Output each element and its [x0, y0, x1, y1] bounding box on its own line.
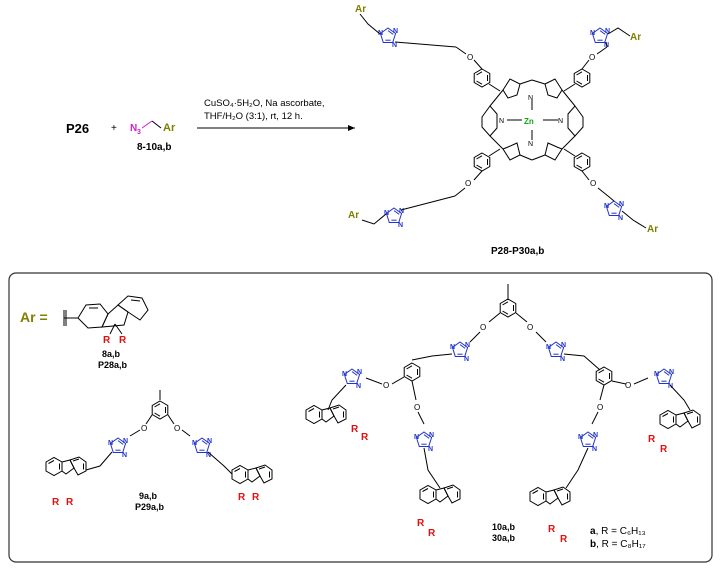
g2-o-left-1: O — [383, 381, 389, 390]
ar-top-left: Ar — [355, 4, 366, 15]
g2-r-4: R — [428, 528, 436, 539]
conditions-line-1: CuSO₄·5H₂O, Na ascorbate, — [204, 98, 325, 109]
g2-r-3: R — [417, 518, 425, 529]
g1-o-left: O — [141, 424, 147, 433]
g1-r-1: R — [52, 497, 60, 508]
ar-bottom-left: Ar — [348, 210, 359, 221]
porphyrin-n-top: N — [528, 95, 533, 102]
legend-box — [8, 272, 713, 563]
label-10ab: 10a,b — [492, 522, 516, 532]
g1-r-4: R — [252, 492, 260, 503]
azide-ar: Ar — [163, 122, 176, 134]
label-P28ab: P28a,b — [98, 360, 128, 370]
label-30ab: 30a,b — [492, 533, 516, 543]
porphyrin-n-left: N — [499, 118, 504, 125]
g1-o-right: O — [174, 424, 180, 433]
label-8ab: 8a,b — [102, 349, 121, 359]
key-b: b, R = C₈H₁₇ — [590, 539, 646, 550]
ar-bottom-right: Ar — [647, 224, 658, 235]
dendron-9ab: O O R R R R — [45, 390, 273, 508]
ether-o-bl: O — [465, 179, 471, 188]
plus-sign: + — [111, 123, 117, 134]
reactant-label: P26 — [66, 121, 89, 136]
ether-o-br: O — [590, 179, 596, 188]
label-9ab: 9a,b — [139, 491, 158, 501]
ar-definition-label: Ar = — [20, 309, 48, 325]
ether-o-tl: O — [467, 53, 473, 62]
conditions-line-2: THF/H₂O (3:1), rt, 12 h. — [204, 111, 303, 122]
porphyrin-product: N N N N Zn O O O O — [348, 4, 658, 235]
label-P29ab: P29a,b — [135, 502, 165, 512]
fluorenyl-structure: R R — [63, 295, 149, 346]
r-group-2: R — [119, 335, 127, 346]
g2-r-8: R — [560, 534, 568, 545]
product-label: P28-P30a,b — [491, 246, 544, 257]
g2-r-5: R — [648, 434, 656, 445]
g2-o-right-2: O — [597, 403, 603, 412]
r-group-1: R — [103, 335, 111, 346]
azide-n3: N — [130, 123, 137, 134]
g1-r-3: R — [238, 492, 246, 503]
ether-o-tr: O — [589, 53, 595, 62]
zinc-center: Zn — [524, 117, 534, 126]
g2-o-top-right: O — [527, 323, 533, 332]
g2-o-right-1: O — [625, 381, 631, 390]
porphyrin-n-bottom: N — [528, 141, 533, 148]
g2-r-1: R — [351, 424, 359, 435]
key-a: a, R = C₆H₁₃ — [590, 526, 646, 537]
azide-n3-subscript: 3 — [137, 129, 141, 136]
g1-r-2: R — [66, 497, 74, 508]
g2-r-7: R — [548, 524, 556, 535]
dendron-10ab: O O O O R R R R O O R — [305, 284, 701, 545]
g2-r-2: R — [361, 432, 369, 443]
g2-o-left-2: O — [414, 403, 420, 412]
porphyrin-n-right: N — [558, 118, 563, 125]
azide-label: 8-10a,b — [137, 142, 171, 153]
g2-o-top-left: O — [480, 323, 486, 332]
azide-reagent: N 3 Ar 8-10a,b — [130, 120, 176, 153]
ar-top-right: Ar — [630, 32, 641, 43]
g2-r-6: R — [660, 444, 668, 455]
